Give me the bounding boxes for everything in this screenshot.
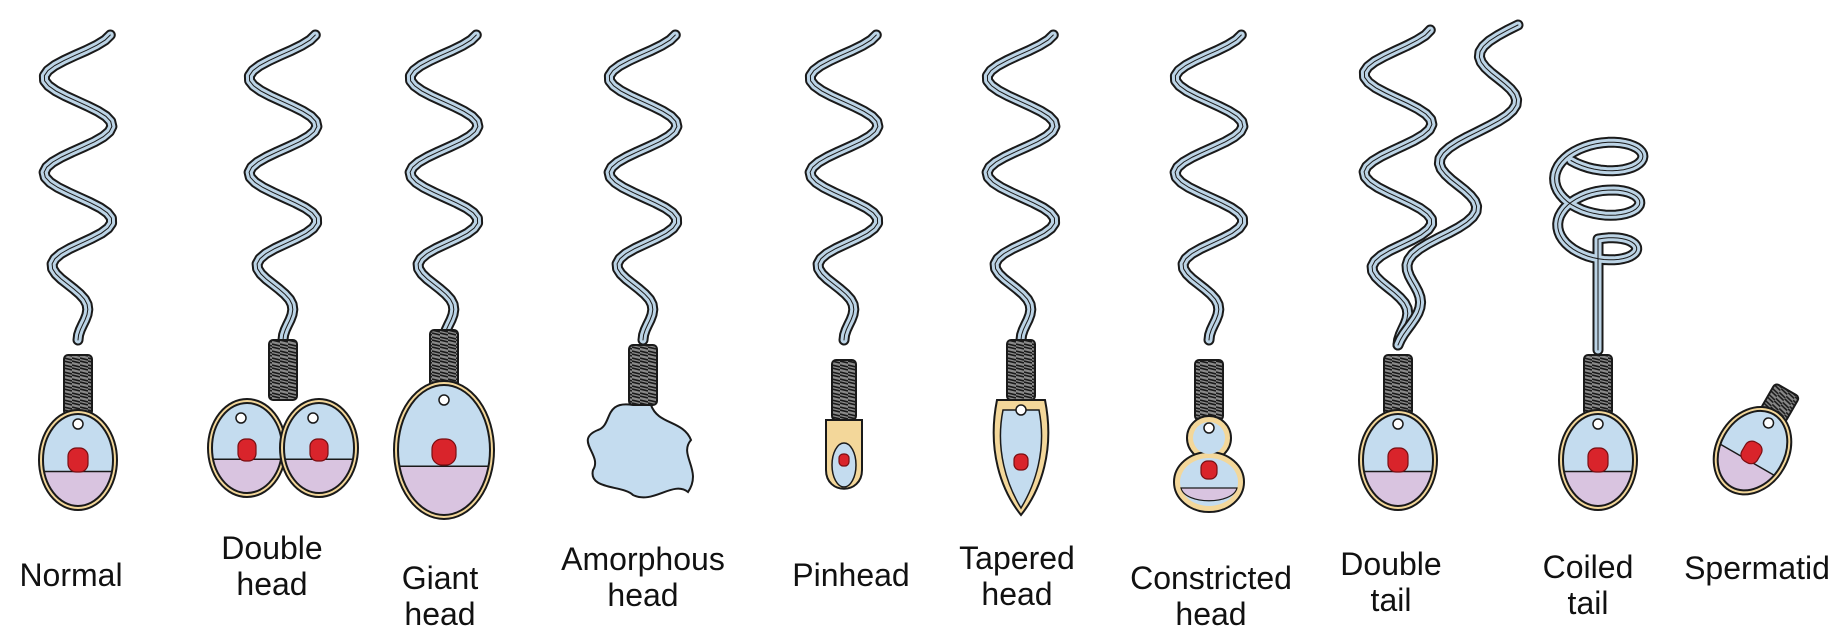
nucleus xyxy=(1014,454,1028,470)
tail-fill xyxy=(44,35,112,340)
spermatid-icon xyxy=(1695,372,1819,514)
centriole xyxy=(1593,419,1603,429)
tapered-head-sperm-icon xyxy=(987,35,1055,515)
midpiece xyxy=(1584,355,1612,415)
nucleus xyxy=(1388,448,1408,472)
label-coiled-tail: Coiled tail xyxy=(1543,549,1634,621)
label-double-head: Double head xyxy=(221,530,322,602)
nucleus xyxy=(1588,448,1608,472)
midpiece xyxy=(1007,340,1035,400)
tail-fill xyxy=(609,35,677,340)
amorphous-head-shape xyxy=(588,404,693,497)
centriole xyxy=(236,413,246,423)
giant-head-sperm-icon xyxy=(394,35,494,531)
constricted-head-sperm-icon xyxy=(1174,35,1244,512)
label-pinhead: Pinhead xyxy=(792,557,909,593)
label-spermatid: Spermatid xyxy=(1684,550,1830,586)
centriole xyxy=(439,395,449,405)
amorphous-head-sperm-icon xyxy=(588,35,693,497)
label-tapered-head: Tapered head xyxy=(959,540,1075,612)
pinhead-sperm-icon xyxy=(810,35,878,489)
midpiece xyxy=(629,345,657,405)
nucleus xyxy=(432,439,456,465)
tail-fill xyxy=(987,35,1055,340)
midpiece xyxy=(1384,355,1412,415)
tail-fill xyxy=(249,35,317,340)
tail-fill xyxy=(1175,35,1243,340)
midpiece xyxy=(832,360,856,420)
spermatid-body xyxy=(1695,372,1819,514)
nucleus xyxy=(68,448,88,472)
nucleus xyxy=(310,439,328,461)
centriole xyxy=(1204,423,1214,433)
label-amorphous-head: Amorphous head xyxy=(561,541,725,613)
midpiece xyxy=(269,340,297,400)
nucleus xyxy=(839,454,849,466)
label-constricted-head: Constricted head xyxy=(1130,560,1292,632)
centriole xyxy=(308,413,318,423)
nucleus xyxy=(238,439,256,461)
midpiece xyxy=(1195,360,1223,420)
double-tail-sperm-icon xyxy=(1359,25,1518,518)
tail-fill xyxy=(410,35,478,340)
centriole xyxy=(1016,405,1026,415)
normal-sperm-icon xyxy=(39,35,117,518)
midpiece xyxy=(64,355,92,415)
centriole xyxy=(1393,419,1403,429)
coiled-tail-sperm-icon xyxy=(1555,142,1643,517)
nucleus xyxy=(1201,461,1217,479)
label-giant-head: Giant head xyxy=(402,560,478,632)
label-double-tail: Double tail xyxy=(1340,546,1441,618)
label-normal: Normal xyxy=(19,557,122,593)
tail-fill xyxy=(810,35,878,340)
centriole xyxy=(73,419,83,429)
double-head-sperm-icon xyxy=(208,35,358,504)
